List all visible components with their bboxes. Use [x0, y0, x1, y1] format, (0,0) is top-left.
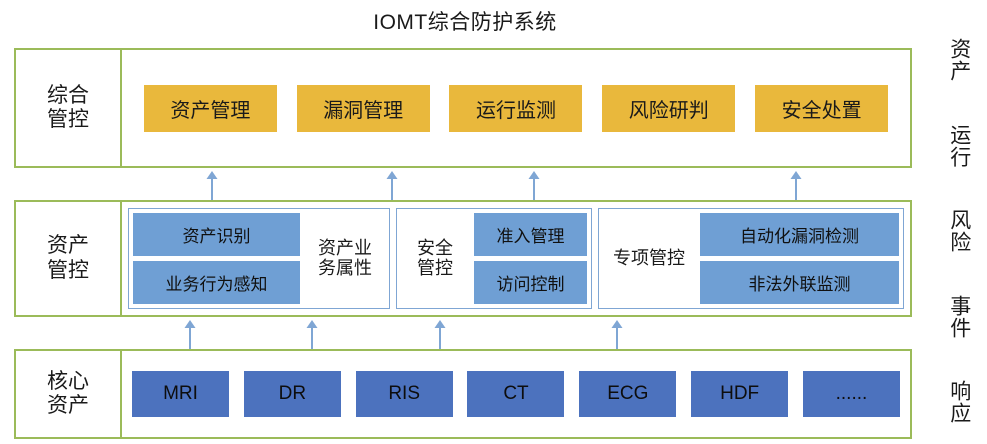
group-stack-special: 自动化漏洞检测 非法外联监测: [700, 213, 899, 304]
tile-automated-vulnerability-detection[interactable]: 自动化漏洞检测: [700, 213, 899, 256]
right-rail: 资产 运行 风险 事件 响应: [933, 34, 985, 434]
chip-ris[interactable]: RIS: [355, 371, 453, 417]
layer-core-assets: 核心 资产 MRI DR RIS CT ECG HDF ......: [14, 349, 912, 439]
layer-comprehensive-control: 综合 管控 资产管理 漏洞管理 运行监测 风险研判 安全处置: [14, 48, 912, 168]
tile-admission-management[interactable]: 准入管理: [474, 213, 587, 256]
tile-risk-assessment[interactable]: 风险研判: [602, 84, 736, 132]
group-special-control: 专项管控 自动化漏洞检测 非法外联监测: [598, 208, 904, 309]
chip-ecg[interactable]: ECG: [579, 371, 677, 417]
rail-word-event: 事件: [947, 294, 971, 339]
arrow-up-2: [385, 170, 399, 200]
chip-hdf[interactable]: HDF: [691, 371, 789, 417]
tile-vulnerability-management[interactable]: 漏洞管理: [296, 84, 430, 132]
rail-word-risk: 风险: [947, 209, 971, 253]
tile-illegal-external-connection-monitoring[interactable]: 非法外联监测: [700, 261, 899, 304]
tile-business-behavior-sensing[interactable]: 业务行为感知: [133, 261, 300, 304]
tile-asset-identification[interactable]: 资产识别: [133, 213, 300, 256]
page-title: IOMT综合防护系统: [373, 11, 557, 34]
layer-label-core-assets: 核心 资产: [16, 351, 122, 437]
rail-word-response: 响应: [947, 380, 971, 424]
rail-word-asset: 资产: [947, 38, 971, 82]
group-label-special-control: 专项管控: [613, 247, 685, 268]
layer-body-comprehensive-control: 资产管理 漏洞管理 运行监测 风险研判 安全处置: [122, 50, 910, 166]
arrow-up-7: [433, 319, 447, 349]
arrow-up-3: [527, 170, 541, 200]
layer-body-asset-control: 资产识别 业务行为感知 资产业 务属性 安全 管控 准入管理 访问控制 专项管控…: [122, 202, 910, 315]
arrow-up-1: [205, 170, 219, 200]
tile-operation-monitoring[interactable]: 运行监测: [449, 84, 583, 132]
chip-mri[interactable]: MRI: [132, 371, 229, 417]
arrow-up-4: [789, 170, 803, 200]
arrow-up-6: [305, 319, 319, 349]
group-stack-security: 准入管理 访问控制: [474, 213, 587, 304]
arrow-up-5: [183, 319, 197, 349]
arrow-up-8: [610, 319, 624, 349]
tile-security-disposal[interactable]: 安全处置: [755, 84, 889, 132]
tile-access-control[interactable]: 访问控制: [474, 261, 587, 304]
group-asset-business-attribute: 资产识别 业务行为感知 资产业 务属性: [128, 208, 390, 309]
chip-dr[interactable]: DR: [243, 371, 341, 417]
tile-asset-management[interactable]: 资产管理: [143, 84, 277, 132]
layer-label-asset-control: 资产 管控: [16, 202, 122, 315]
chip-ct[interactable]: CT: [467, 371, 565, 417]
rail-word-operation: 运行: [947, 123, 971, 168]
group-label-security-control: 安全 管控: [417, 237, 453, 278]
group-stack-asset: 资产识别 业务行为感知: [133, 213, 300, 304]
layer-asset-control: 资产 管控 资产识别 业务行为感知 资产业 务属性 安全 管控 准入管理 访问控…: [14, 200, 912, 317]
layer-body-core-assets: MRI DR RIS CT ECG HDF ......: [122, 351, 910, 437]
layer-label-comprehensive-control: 综合 管控: [16, 50, 122, 166]
chip-ellipsis[interactable]: ......: [802, 371, 900, 417]
group-label-asset-business-attribute: 资产业 务属性: [318, 237, 372, 278]
group-security-control: 安全 管控 准入管理 访问控制: [396, 208, 592, 309]
